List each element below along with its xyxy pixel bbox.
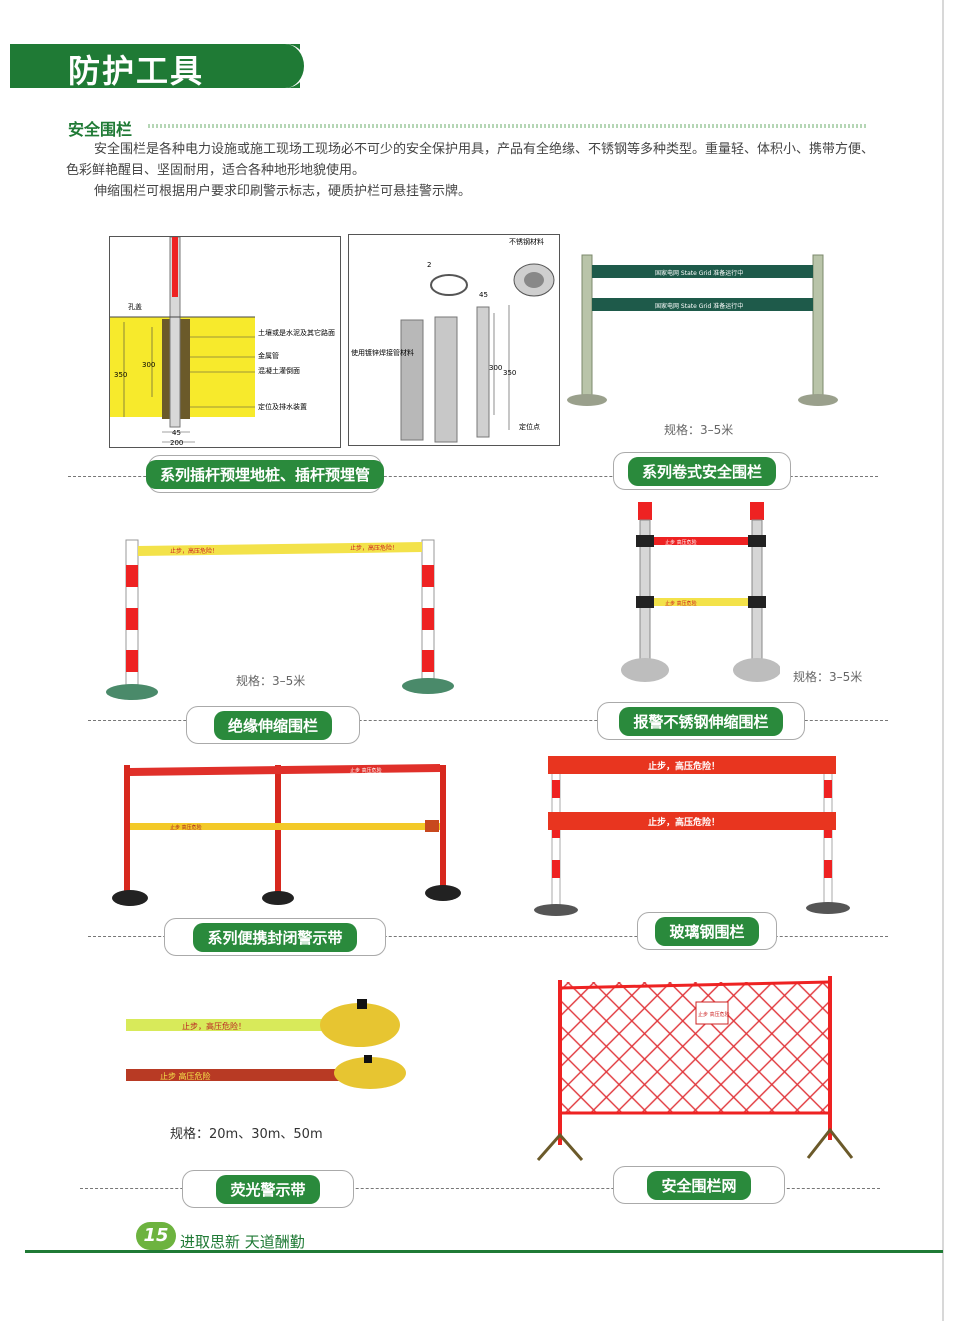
fluorescent-banner-text-1: 止步，高压危险！ <box>182 1021 246 1031</box>
footer-line <box>25 1250 943 1253</box>
frp-banner-text-1: 止步，高压危险！ <box>648 760 720 772</box>
diagram1-label-drain: 定位及排水装置 <box>258 402 307 411</box>
portable-tape-barrier-image: 止步 高压危险 止步 高压危险 <box>112 764 461 906</box>
label-roller-barrier: 系列卷式安全围栏 <box>613 452 791 490</box>
embedded-tube-diagram: 不锈钢材料 使用镀锌焊接管材料 定位点 2 45 300 350 <box>348 234 560 446</box>
net-warning-sign: 止步 高压危险 <box>698 1011 730 1018</box>
spec-roller-barrier: 规格：3–5米 <box>664 423 734 437</box>
diagram2-label-galvanized: 使用镀锌焊接管材料 <box>351 348 414 357</box>
footer-slogan: 进取思新 天道酬勤 <box>180 1233 305 1251</box>
section-title: 安全围栏 <box>68 120 133 139</box>
label-frp-fence: 玻璃钢围栏 <box>637 912 777 950</box>
intro-paragraph-1: 安全围栏是各种电力设施或施工现场工现场必不可少的安全保护用具，产品有全绝缘、不锈… <box>66 142 875 178</box>
safety-net-image: 止步 高压危险 <box>536 976 854 1161</box>
separator-row2 <box>88 720 888 721</box>
diagram1-label-hole-cover: 孔盖 <box>128 302 142 311</box>
alarm-banner-text-1: 止步 高压危险 <box>665 539 697 546</box>
label-safety-net: 安全围栏网 <box>613 1166 785 1204</box>
diagram1-label-ground: 土壤或是水泥及其它路面 <box>258 328 335 337</box>
diagram2-dim-300: 300 <box>489 364 502 372</box>
diagram2-dim-350: 350 <box>503 369 516 377</box>
diagram1-dim-200: 200 <box>170 439 183 447</box>
header-curve <box>270 44 307 88</box>
separator-row1 <box>68 476 878 477</box>
diagram2-dim-2: 2 <box>427 261 431 269</box>
roller-barrier-image: 国家电网 State Grid 准备运行中 国家电网 State Grid 准备… <box>567 254 838 406</box>
intro-paragraph-2: 伸缩围栏可根据用户要求印刷警示标志，硬质护栏可悬挂警示牌。 <box>94 184 472 199</box>
portable-banner-text-2: 止步 高压危险 <box>170 824 202 831</box>
page-number: 15 <box>136 1222 176 1250</box>
label-text: 绝缘伸缩围栏 <box>213 710 332 740</box>
spec-insulated-barrier: 规格：3–5米 <box>236 674 306 688</box>
section-divider <box>148 124 868 128</box>
diagram2-label-stainless: 不锈钢材料 <box>509 237 544 246</box>
diagram1-dim-45: 45 <box>172 429 181 437</box>
diagram2-dim-45: 45 <box>479 291 488 299</box>
label-text: 荧光警示带 <box>216 1174 320 1204</box>
label-text: 报警不锈钢伸缩围栏 <box>619 706 783 736</box>
label-embedded-stake: 系列插杆预埋地桩、插杆预埋管 <box>146 455 385 493</box>
label-text: 玻璃钢围栏 <box>655 916 759 946</box>
alarm-stainless-barrier-image: 止步 高压危险 止步 高压危险 <box>621 502 780 682</box>
label-alarm-barrier: 报警不锈钢伸缩围栏 <box>597 702 805 740</box>
label-text: 安全围栏网 <box>647 1170 751 1200</box>
page-edge-line <box>942 0 944 1321</box>
label-fluorescent-tape: 荧光警示带 <box>182 1170 354 1208</box>
fluorescent-banner-text-2: 止步 高压危险 <box>160 1071 211 1081</box>
spec-alarm-barrier: 规格：3–5米 <box>793 670 863 684</box>
diagram1-label-metal-pipe: 金属管 <box>258 351 279 360</box>
frp-banner-text-2: 止步，高压危险！ <box>648 816 720 828</box>
belt-text-top: 国家电网 State Grid 准备运行中 <box>655 269 743 277</box>
insulated-banner-text-1: 止步，高压危险！ <box>170 547 218 555</box>
label-text: 系列卷式安全围栏 <box>627 456 776 486</box>
page-title: 防护工具 <box>68 52 205 90</box>
label-text: 系列插杆预埋地桩、插杆预埋管 <box>146 459 385 489</box>
separator-row3 <box>88 936 888 937</box>
insulated-barrier-image: 止步，高压危险！ 止步，高压危险！ <box>106 539 454 700</box>
belt-text-bottom: 国家电网 State Grid 准备运行中 <box>655 302 743 310</box>
separator-row4 <box>80 1188 880 1189</box>
alarm-banner-text-2: 止步 高压危险 <box>665 600 697 607</box>
spec-fluorescent-tape: 规格：20m、30m、50m <box>170 1127 323 1142</box>
label-insulated-barrier: 绝缘伸缩围栏 <box>186 706 360 744</box>
frp-fence-image: 止步，高压危险！ 止步，高压危险！ <box>534 756 850 916</box>
label-text: 系列便携封闭警示带 <box>193 922 357 952</box>
diagram1-dim-350: 350 <box>114 371 127 379</box>
label-portable-tape: 系列便携封闭警示带 <box>164 918 386 956</box>
diagram2-label-positioning: 定位点 <box>519 422 540 431</box>
header-bar <box>10 44 300 88</box>
diagram1-label-concrete: 混凝土灌倒面 <box>258 366 300 375</box>
portable-banner-text-1: 止步 高压危险 <box>350 767 382 774</box>
fluorescent-tape-image: 止步，高压危险！ 止步 高压危险 <box>126 999 406 1089</box>
embedded-stake-diagram: 孔盖 土壤或是水泥及其它路面 金属管 混凝土灌倒面 定位及排水装置 350 30… <box>109 236 341 448</box>
diagram1-dim-300: 300 <box>142 361 155 369</box>
insulated-banner-text-2: 止步，高压危险！ <box>350 544 398 552</box>
intro-text: 安全围栏是各种电力设施或施工现场工现场必不可少的安全保护用具，产品有全绝缘、不锈… <box>66 139 886 202</box>
